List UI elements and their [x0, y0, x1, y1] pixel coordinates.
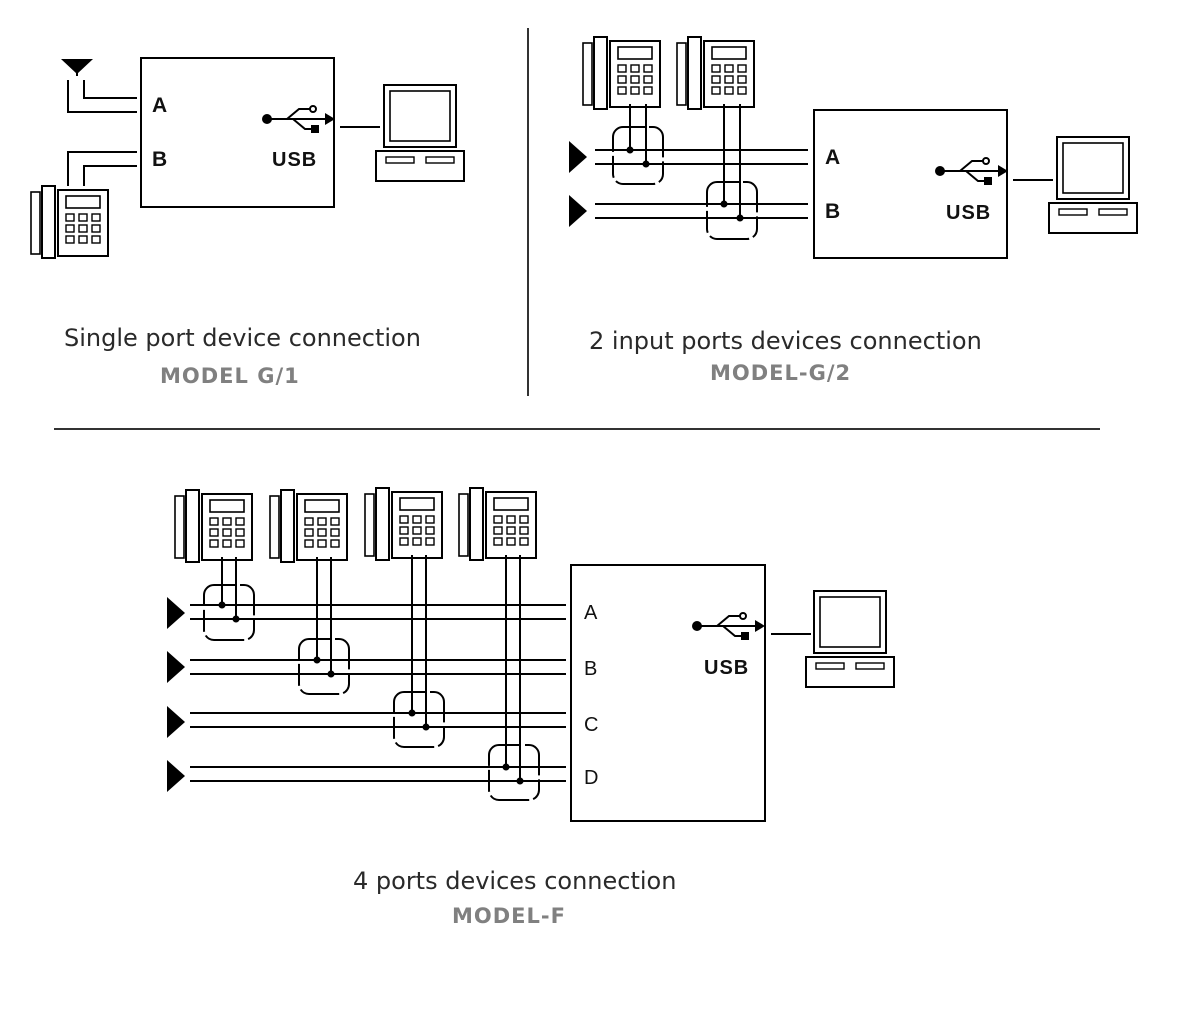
- telephone-icon: [458, 487, 537, 561]
- antenna-line-outer: [67, 80, 137, 113]
- line-input-arrow-icon: [569, 141, 587, 173]
- computer-icon: [805, 590, 895, 688]
- computer-icon: [375, 84, 465, 182]
- port-label-a: A: [152, 94, 167, 117]
- port-label-c: C: [584, 714, 598, 736]
- panel-model-g1: A B USB Single port device connection MO…: [30, 57, 465, 388]
- caption-g2: 2 input ports devices connection: [589, 327, 982, 355]
- telephone-icon: [364, 487, 443, 561]
- usb-label: USB: [272, 149, 317, 171]
- port-label-a: A: [584, 602, 598, 624]
- port-label-b: B: [584, 658, 597, 680]
- port-label-b: B: [825, 200, 840, 223]
- usb-label: USB: [704, 657, 749, 679]
- tap-connector: [612, 126, 664, 185]
- line-input-arrow-icon: [569, 195, 587, 227]
- line-input-arrow-icon: [167, 760, 185, 792]
- antenna-line-inner: [83, 80, 137, 99]
- line-input-arrow-icon: [167, 597, 185, 629]
- device-box-g2: [813, 109, 1008, 259]
- caption-f: 4 ports devices connection: [353, 867, 676, 895]
- phone-line-outer: [67, 151, 137, 186]
- telephone-icon: [174, 489, 253, 563]
- line-input-arrow-icon: [167, 706, 185, 738]
- device-box-g1: [140, 57, 335, 208]
- usb-label: USB: [946, 202, 991, 224]
- telephone-icon: [676, 36, 755, 110]
- tap-connector: [393, 691, 445, 748]
- panel-model-f: A B C D USB 4 ports devices connection M…: [167, 487, 895, 928]
- model-label-f: MODEL-F: [452, 904, 566, 928]
- antenna-icon: [61, 59, 93, 76]
- phone-line-inner: [83, 165, 137, 186]
- tap-connector: [298, 638, 350, 695]
- telephone-icon: [269, 489, 348, 563]
- tap-connector: [488, 744, 540, 801]
- model-label-g2: MODEL-G/2: [710, 361, 851, 385]
- tap-connector: [706, 181, 758, 240]
- caption-g1: Single port device connection: [64, 324, 421, 352]
- computer-icon: [1048, 136, 1138, 234]
- telephone-icon: [582, 36, 661, 110]
- tap-connector: [203, 584, 255, 641]
- telephone-icon: [30, 185, 109, 259]
- port-label-d: D: [584, 767, 598, 789]
- port-label-b: B: [152, 148, 167, 171]
- device-box-f: [570, 564, 766, 822]
- panel-model-g2: A B USB 2 input ports devices connection…: [569, 36, 1138, 385]
- port-label-a: A: [825, 146, 840, 169]
- model-label-g1: MODEL G/1: [160, 364, 300, 388]
- line-input-arrow-icon: [167, 651, 185, 683]
